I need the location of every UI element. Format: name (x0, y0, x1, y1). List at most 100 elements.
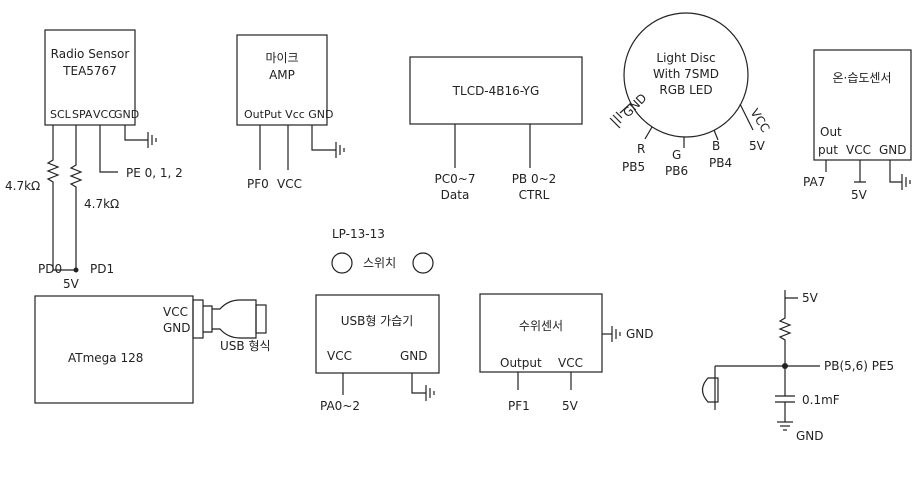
atmega-box (34, 295, 194, 404)
pa7-label: PA7 (803, 175, 825, 189)
ground-icon (425, 385, 435, 401)
humidifier-gnd-wire (411, 373, 426, 394)
light-disc-line1: Light Disc (656, 51, 715, 65)
scl-wire (46, 125, 76, 271)
switch-circle-left (331, 252, 353, 274)
switch-module: LP-13-13 스위치 (331, 227, 434, 274)
disc-r-label: R (637, 142, 645, 156)
usb-label: USB 형식 (220, 339, 271, 353)
ground-icon (147, 132, 157, 148)
light-disc-circle (623, 12, 749, 138)
pullup-resistor-wire (778, 298, 792, 366)
temp-gnd-wire (889, 160, 902, 183)
button-gnd-label: GND (796, 429, 824, 443)
switch-circle-right (412, 252, 434, 274)
mic-amp-subtitle: AMP (269, 68, 295, 82)
atmega-vcc-label: VCC (163, 305, 188, 319)
temp-humidity-module: 온·습도센서 Out put VCC GND PA7 5V (803, 49, 912, 202)
pa-label: PA0~2 (320, 399, 360, 413)
pf1-label: PF1 (508, 399, 530, 413)
radio-sensor-title: Radio Sensor (51, 47, 130, 61)
atmega-gnd-label: GND (163, 321, 191, 335)
water-gnd-label: GND (626, 327, 654, 341)
atmega-title: ATmega 128 (68, 351, 143, 365)
disc-b-label: B (712, 139, 720, 153)
water-5v-label: 5V (562, 399, 579, 413)
radio-sensor-model: TEA5767 (62, 64, 117, 78)
light-disc-line3: RGB LED (659, 83, 712, 97)
temp-vcc-label: VCC (846, 143, 871, 157)
mic-amp-module: 마이크 AMP OutPut Vcc GND PF0 VCC (236, 34, 345, 191)
ground-icon (609, 111, 623, 129)
ctrl-label: CTRL (519, 188, 550, 202)
temp-gnd-label: GND (879, 143, 907, 157)
usb-connector-icon (192, 299, 267, 339)
disc-vcc-wire (739, 103, 754, 131)
junction-dot (73, 267, 79, 273)
disc-vcc-label: VCC (747, 106, 772, 135)
radio-pin-scl: SCL (50, 108, 72, 121)
ground-icon (901, 174, 911, 190)
pb5-label: PB5 (622, 160, 645, 174)
gnd-wire (124, 125, 148, 141)
mic-gnd-wire (311, 125, 336, 151)
atmega-module: ATmega 128 VCC GND USB 형식 (34, 295, 271, 404)
radio-sensor-box (44, 29, 136, 126)
switch-model: LP-13-13 (332, 227, 385, 241)
capacitor-label: 0.1mF (802, 393, 840, 407)
button-pb-label: PB(5,6) PE5 (824, 359, 894, 373)
pd1-label: PD1 (90, 262, 114, 276)
push-button-circuit: 5V PB(5,6) PE5 0.1mF GND (701, 290, 894, 443)
disc-r-wire (644, 126, 653, 140)
temp-humidity-box (813, 49, 912, 161)
humidifier-title: USB형 가습기 (341, 314, 414, 328)
ground-icon (611, 326, 621, 342)
disc-gnd-wire (619, 102, 632, 114)
button-5v-label: 5V (802, 291, 819, 305)
light-disc-line2: With 7SMD (653, 67, 719, 81)
water-output-label: Output (500, 356, 542, 370)
water-level-box (479, 293, 603, 373)
humidifier-box (315, 294, 440, 374)
mic-amp-pins: OutPut Vcc GND (244, 108, 334, 121)
pc-label: PC0~7 (435, 172, 476, 186)
lcd-box (409, 56, 583, 125)
ground-icon (777, 421, 793, 431)
pf0-label: PF0 (247, 177, 269, 191)
mic-amp-title: 마이크 (265, 51, 298, 65)
disc-b-wire (713, 129, 719, 141)
ground-icon (335, 142, 345, 158)
temp-5v-label: 5V (851, 188, 868, 202)
disc-g-label: G (672, 148, 681, 162)
mic-amp-box (236, 34, 328, 126)
radio-sensor-module: Radio Sensor TEA5767 SCL SPA VCC GND 4.7… (5, 29, 183, 291)
mic-vcc-label: VCC (277, 177, 302, 191)
radio-pin-spa: SPA (72, 108, 93, 121)
radio-pin-vcc: VCC (93, 108, 116, 121)
temp-put-label: put (818, 143, 838, 157)
resistor-label-1: 4.7kΩ (5, 179, 40, 193)
temp-out-label: Out (820, 125, 842, 139)
resistor-label-2: 4.7kΩ (84, 197, 119, 211)
temp-humidity-title: 온·습도센서 (832, 71, 891, 85)
lcd-title: TLCD-4B16-YG (452, 84, 540, 98)
vcc-wire (99, 125, 118, 173)
switch-label: 스위치 (363, 256, 396, 270)
lcd-module: TLCD-4B16-YG PC0~7 Data PB 0~2 CTRL (409, 56, 583, 202)
water-level-title: 수위센서 (519, 319, 563, 333)
5v-label: 5V (63, 277, 80, 291)
pb4-label: PB4 (709, 156, 732, 170)
spa-wire (69, 125, 83, 270)
pe-label: PE 0, 1, 2 (126, 166, 183, 180)
humidifier-gnd-label: GND (400, 349, 428, 363)
pb-label: PB 0~2 (512, 172, 557, 186)
temp-vcc-wire (854, 160, 866, 183)
water-level-module: 수위센서 GND Output VCC PF1 5V (479, 293, 654, 413)
humidifier-vcc-label: VCC (327, 349, 352, 363)
light-disc-module: Light Disc With 7SMD RGB LED GND VCC R G… (609, 12, 773, 178)
data-label: Data (441, 188, 470, 202)
push-button-icon (701, 366, 719, 410)
button-5v-wire (784, 290, 798, 299)
pb6-label: PB6 (665, 164, 688, 178)
